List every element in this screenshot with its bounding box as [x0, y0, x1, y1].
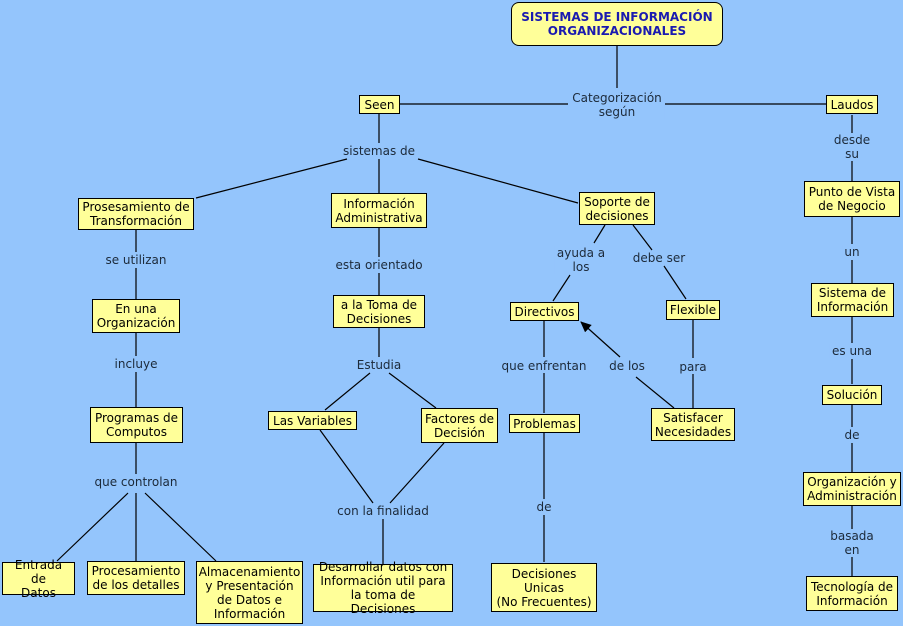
node-decisiones-unicas[interactable]: Decisiones Unicas (No Frecuentes) — [491, 563, 597, 612]
line-factores-finalidad — [389, 442, 445, 504]
link-de-los: de los — [607, 359, 647, 373]
arrow-delos-directivos — [580, 321, 621, 358]
line-estudia-variables — [324, 372, 371, 411]
node-satisfacer-necesidades[interactable]: Satisfacer Necesidades — [651, 408, 735, 441]
node-sistema-informacion[interactable]: Sistema de Información — [811, 283, 894, 317]
line-soporte-ayuda — [593, 224, 606, 244]
node-solucion[interactable]: Solución — [822, 385, 882, 405]
node-laudos[interactable]: Laudos — [826, 95, 878, 114]
link-que-controlan: que controlan — [92, 475, 180, 489]
node-tecnologia-informacion[interactable]: Tecnología de Información — [806, 576, 898, 611]
node-entrada-datos[interactable]: Entrada de Datos — [2, 558, 75, 600]
node-almacenamiento-presentacion[interactable]: Almacenamiento y Presentación de Datos e… — [196, 561, 303, 624]
link-debe-ser: debe ser — [630, 251, 688, 265]
link-sistemas-de: sistemas de — [340, 144, 418, 158]
line-sistemas-soporte — [417, 158, 579, 204]
line-ayuda-directivos — [552, 274, 571, 302]
line-quecontrolan-entrada — [56, 492, 129, 562]
node-informacion-administrativa[interactable]: Información Administrativa — [331, 193, 427, 228]
line-soporte-debe — [632, 224, 653, 251]
link-de-decisiones: de — [534, 500, 554, 514]
line-estudia-factores — [388, 372, 437, 409]
node-organizacion-administracion[interactable]: Organización y Administración — [803, 472, 901, 506]
link-que-enfrentan: que enfrentan — [499, 359, 589, 373]
node-en-una-organizacion[interactable]: En una Organización — [92, 299, 180, 333]
link-incluye: incluye — [112, 357, 160, 371]
node-directivos[interactable]: Directivos — [510, 302, 579, 321]
line-sistemas-prosesamiento — [195, 158, 348, 199]
node-las-variables[interactable]: Las Variables — [268, 411, 357, 430]
line-quecontrolan-almacenamiento — [144, 492, 217, 562]
node-programas-computos[interactable]: Programas de Computos — [90, 407, 183, 443]
line-debe-flexible — [663, 265, 687, 300]
node-procesamiento-detalles[interactable]: Procesamiento de los detalles — [87, 561, 185, 595]
link-estudia: Estudia — [354, 358, 404, 372]
link-para: para — [677, 360, 709, 374]
link-esta-orientado: esta orientado — [333, 258, 425, 272]
link-basada-en: basada en — [826, 529, 878, 557]
node-soporte-decisiones[interactable]: Soporte de decisiones — [579, 192, 655, 225]
root-concept[interactable]: SISTEMAS DE INFORMACIÓN ORGANIZACIONALES — [511, 2, 723, 46]
node-problemas[interactable]: Problemas — [509, 414, 580, 433]
link-desde-su: desde su — [826, 133, 878, 161]
node-seen[interactable]: Seen — [359, 95, 400, 114]
node-toma-decisiones[interactable]: a la Toma de Decisiones — [333, 295, 425, 328]
link-se-utilizan: se utilizan — [103, 253, 169, 267]
node-desarrollar-datos[interactable]: Desarrollar datos con Información util p… — [313, 560, 453, 616]
line-satisfacer-delos — [635, 376, 675, 409]
node-factores-decision[interactable]: Factores de Decisión — [421, 408, 498, 443]
link-es-una: es una — [829, 344, 875, 358]
link-categorizacion-segun: Categorización según — [570, 91, 664, 119]
line-variables-finalidad — [319, 429, 374, 504]
link-ayuda-a-los: ayuda a los — [554, 246, 608, 274]
node-punto-vista-negocio[interactable]: Punto de Vista de Negocio — [804, 181, 900, 217]
link-un: un — [842, 245, 862, 259]
node-flexible[interactable]: Flexible — [666, 300, 720, 320]
link-de-organizacion: de — [842, 428, 862, 442]
node-prosesamiento-transformacion[interactable]: Prosesamiento de Transformación — [78, 198, 194, 230]
link-con-la-finalidad: con la finalidad — [335, 504, 431, 518]
